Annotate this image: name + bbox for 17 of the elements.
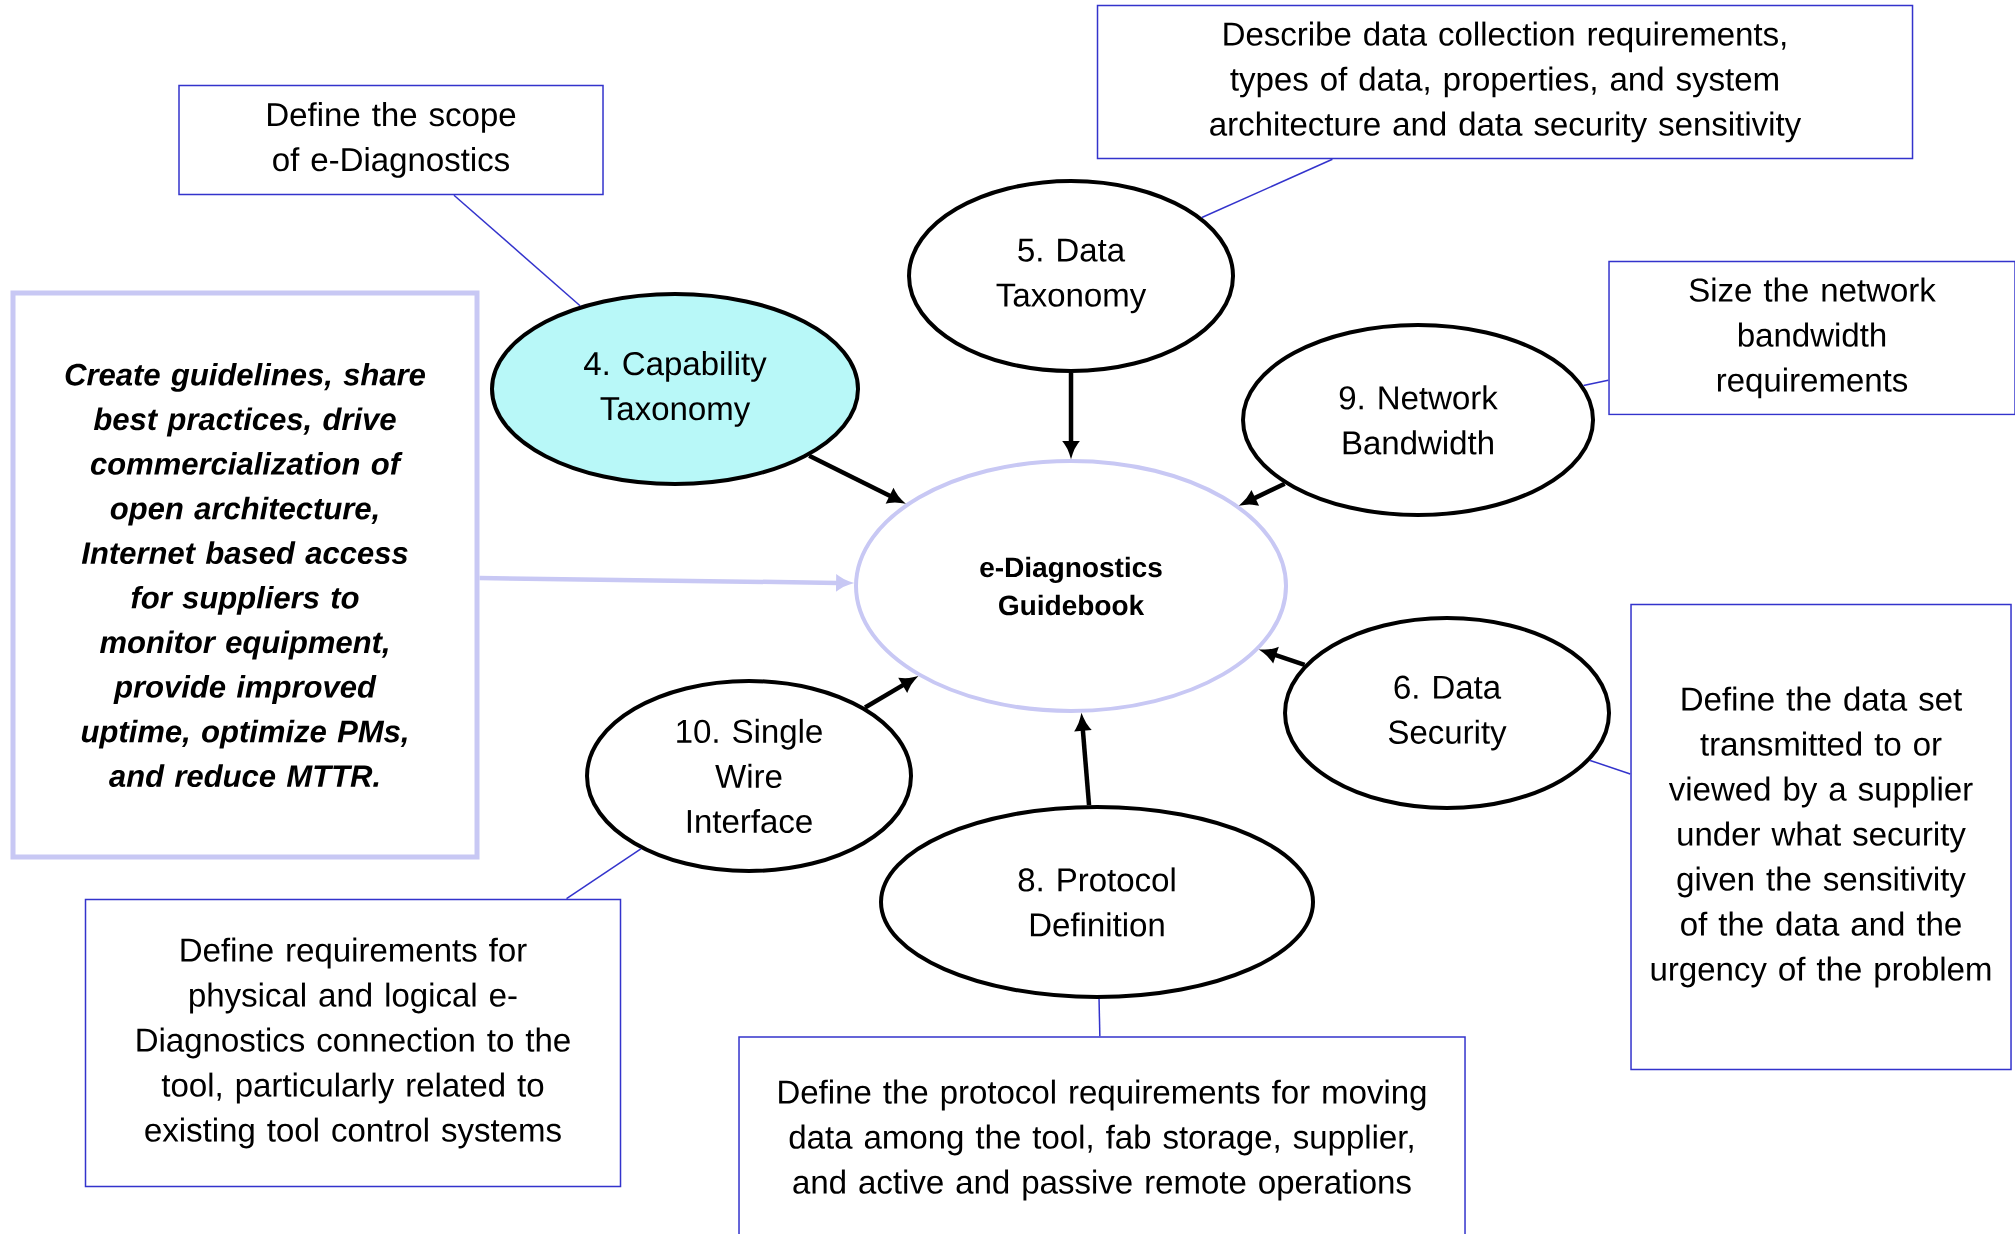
arrow (808, 453, 903, 504)
leader-line (1201, 158, 1334, 219)
note-box: Define the scope of e-Diagnostics (178, 84, 604, 196)
note-box: Define the protocol requirements for moving data among the tool, fab storage, supplier, and active and passive remote operations (738, 1036, 1466, 1234)
note-box: Define requirements for physical and logical e-Diagnostics connection to the tool, particularly related to existing tool control systems (84, 898, 622, 1188)
leader-line (565, 848, 642, 900)
goal-box: Create guidelines, share best practices, drive commercialization of open architecture, Internet based access for suppliers to monitor equipment, provide improved uptime, optimize PMs, and reduce MTTR. (10, 290, 480, 860)
leader-line (1589, 759, 1631, 775)
note-box: Describe data collection requirements, types of data, properties, and system architecture and data security sensitivity (1096, 4, 1914, 160)
note-box: Size the network bandwidth requirements (1608, 260, 2015, 416)
note-box: Define the data set transmitted to or viewed by a supplier under what security given the sensitivity of the data and the urgency of the problem (1630, 603, 2012, 1071)
arrow (1063, 373, 1079, 456)
leader-line (453, 194, 581, 307)
arrow (863, 677, 916, 710)
leader-line (1582, 379, 1609, 387)
leader-line (1098, 998, 1101, 1037)
arrow (479, 575, 851, 590)
